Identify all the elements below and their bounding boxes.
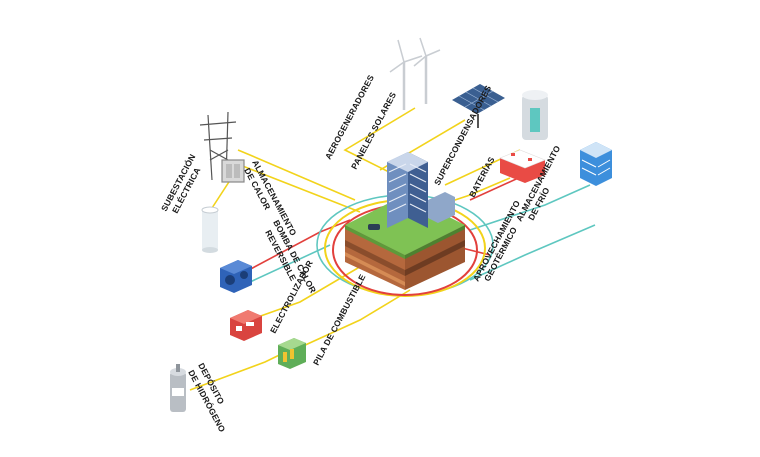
heat-pump-icon (220, 260, 252, 293)
line-wind (343, 107, 416, 176)
hydrogen-tank-icon (170, 364, 186, 412)
supercapacitor-icon (522, 90, 548, 140)
cold-storage-icon (580, 142, 612, 186)
heat-storage-tank-icon (201, 206, 219, 253)
line-substation (237, 149, 356, 201)
building-icon (387, 152, 455, 228)
line-heatpump-teal (249, 244, 331, 283)
solar-panel-icon (452, 84, 505, 128)
electrolyzer-icon (230, 310, 262, 341)
battery-icon (499, 149, 546, 183)
fuel-cell-icon (278, 338, 306, 369)
wind-turbine-icon (389, 37, 441, 110)
label-battery: BATERÍAS (467, 155, 497, 199)
line-fuel-cell (289, 289, 411, 353)
line-cold-storage (469, 184, 591, 231)
line-geothermal (469, 224, 596, 281)
substation-icon (199, 111, 245, 183)
line-electrolizer (254, 254, 381, 319)
